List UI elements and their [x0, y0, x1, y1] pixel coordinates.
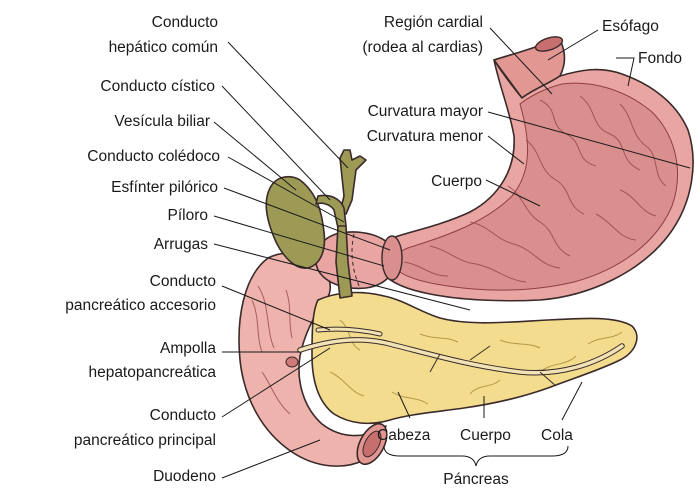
leader-cola — [562, 382, 582, 420]
label-ampolla-1: Ampolla — [160, 340, 216, 357]
label-piloro: Píloro — [168, 207, 209, 224]
label-region-cardial-2: (rodea al cardias) — [362, 39, 483, 56]
label-esofago: Esófago — [602, 18, 659, 35]
label-cuerpo-pancreas: Cuerpo — [460, 427, 511, 444]
label-arrugas: Arrugas — [154, 236, 209, 253]
labels-left: Conducto hepático común Conducto cístico… — [65, 14, 220, 485]
label-conducto-cistico: Conducto cístico — [100, 78, 215, 95]
label-curvatura-mayor: Curvatura mayor — [368, 103, 483, 120]
label-esfinter-pilorico: Esfínter pilórico — [111, 179, 218, 196]
label-cuerpo-estomago: Cuerpo — [431, 173, 482, 190]
pancreas-drawing — [312, 293, 637, 424]
label-curvatura-menor: Curvatura menor — [367, 128, 483, 145]
label-conducto-coledoco: Conducto colédoco — [87, 148, 220, 165]
pancreas-bracket — [384, 446, 568, 466]
label-conducto-pancreatico-principal-1: Conducto — [150, 407, 216, 424]
labels-pancreas: Cabeza Cuerpo Cola Páncreas — [377, 427, 573, 488]
label-conducto-pancreatico-accesorio-2: pancreático accesorio — [65, 297, 216, 314]
label-cabeza: Cabeza — [377, 427, 431, 444]
label-conducto-pancreatico-principal-2: pancreático principal — [74, 432, 216, 449]
label-fondo: Fondo — [638, 50, 682, 67]
label-conducto-pancreatico-accesorio-1: Conducto — [150, 273, 216, 290]
label-region-cardial-1: Región cardial — [384, 14, 483, 31]
label-cola: Cola — [541, 427, 573, 444]
label-pancreas: Páncreas — [443, 471, 509, 488]
label-ampolla-2: hepatopancreática — [88, 364, 216, 381]
label-conducto-hepatico-2: hepático común — [109, 39, 218, 56]
label-conducto-hepatico-1: Conducto — [152, 14, 218, 31]
stomach-drawing — [316, 34, 693, 301]
leader-vesicula-biliar — [214, 122, 296, 190]
label-duodeno: Duodeno — [153, 468, 216, 485]
label-vesicula-biliar: Vesícula biliar — [114, 113, 210, 130]
